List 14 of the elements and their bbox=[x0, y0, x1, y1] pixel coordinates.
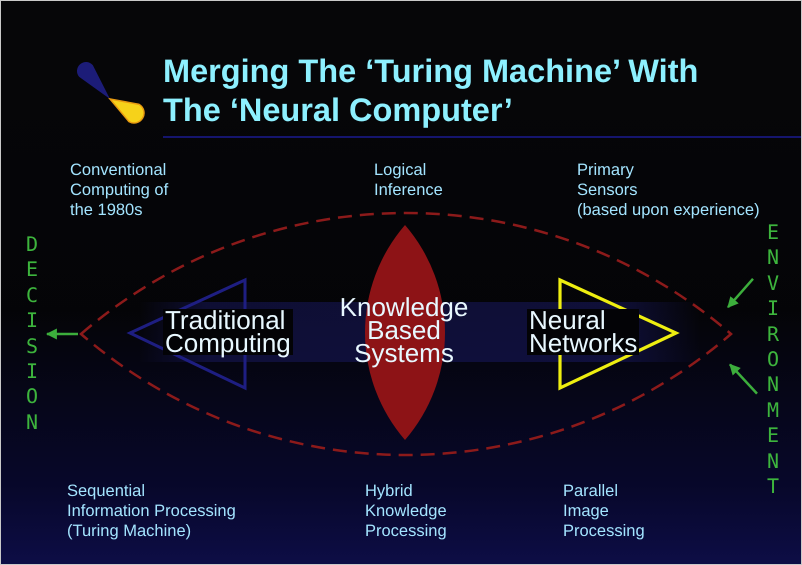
caption-text: Primary Sensors (based upon experience) bbox=[577, 160, 760, 220]
caption-text: Parallel Image Processing bbox=[563, 481, 645, 541]
arrow bbox=[729, 364, 758, 394]
title: Merging The ‘Turing Machine’ With The ‘Neural Computer’ bbox=[163, 52, 698, 130]
arrow bbox=[46, 328, 78, 340]
caption-text: Sequential Information Processing (Turing Machine) bbox=[67, 481, 236, 541]
arrow bbox=[727, 278, 754, 308]
caption-text: Logical Inference bbox=[374, 160, 443, 200]
node-label: Neural Networks bbox=[527, 308, 640, 354]
vertical-label: ENVIRONMENT bbox=[763, 220, 783, 500]
triangle-outline bbox=[524, 277, 680, 391]
caption-text: Conventional Computing of the 1980s bbox=[70, 160, 168, 220]
vertical-label: DECISION bbox=[22, 232, 42, 436]
caption-text: Hybrid Knowledge Processing bbox=[365, 481, 447, 541]
